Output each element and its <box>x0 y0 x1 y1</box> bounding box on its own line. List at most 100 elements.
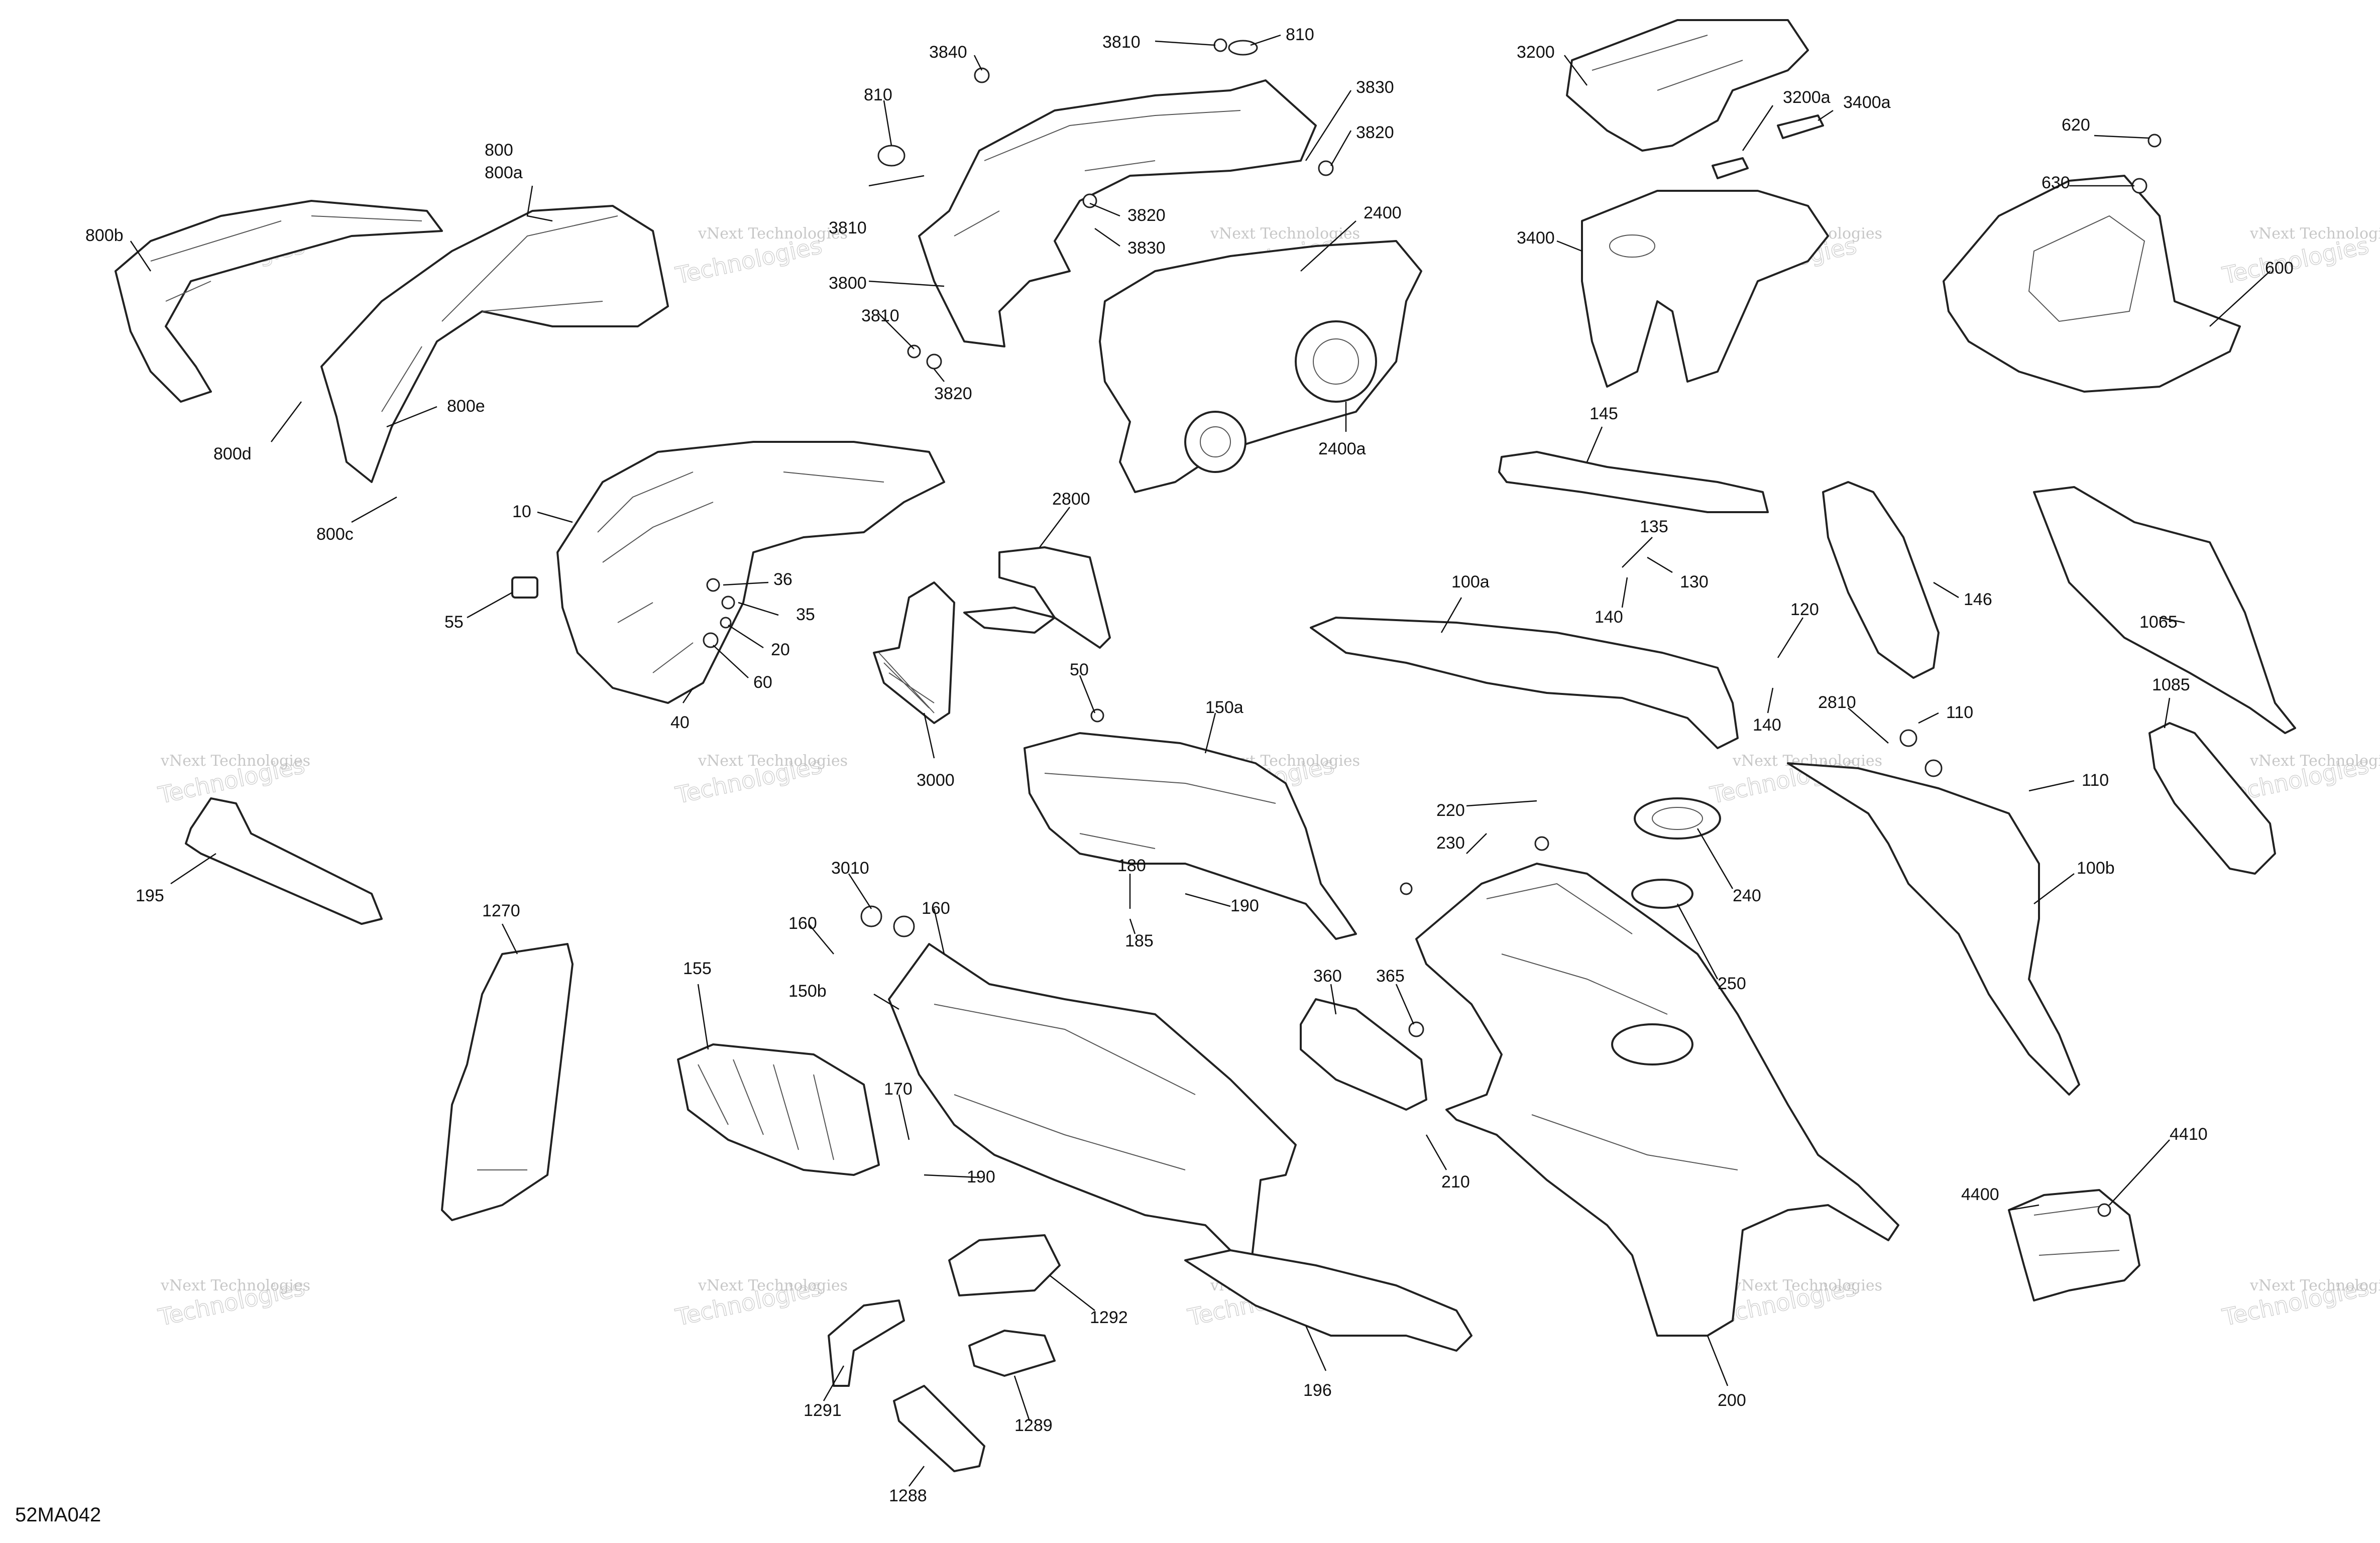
leader-55 <box>467 591 513 619</box>
part-3000-grille <box>878 652 935 714</box>
watermark-bottom-right-2: vNext Technologies Technologies <box>2219 1273 2380 1332</box>
leader-60 <box>713 645 749 678</box>
callout-180: 180 <box>1117 856 1146 875</box>
callout-230: 230 <box>1436 834 1465 853</box>
leader-800 <box>526 185 553 222</box>
part-800-detail <box>381 215 618 412</box>
leader-110b <box>2028 780 2075 792</box>
callout-130: 130 <box>1680 572 1709 591</box>
part-3200a-strip <box>1712 157 1749 179</box>
callout-50: 50 <box>1070 660 1089 679</box>
part-250-seal <box>1631 879 1693 909</box>
part-3840-clip <box>974 67 990 83</box>
leader-210 <box>1425 1134 1447 1170</box>
part-200-detail <box>1486 883 1738 1170</box>
watermark-top-right-2: vNext Technologies Technologies <box>2219 225 2380 290</box>
callout-2400a: 2400a <box>1318 439 1366 458</box>
leader-220 <box>1466 800 1537 807</box>
part-2800-bracket <box>963 607 1056 634</box>
part-3820-nut <box>1318 160 1334 176</box>
leader-4400 <box>2008 1204 2039 1211</box>
leader-160b <box>933 908 945 955</box>
part-800b-detail <box>150 215 422 302</box>
watermark-caption: vNext Technologies <box>160 752 310 770</box>
callout-1288: 1288 <box>889 1486 927 1505</box>
callout-135: 135 <box>1640 517 1668 536</box>
leader-800b <box>130 241 152 272</box>
callout-100a: 100a <box>1451 572 1490 591</box>
callout-3200: 3200 <box>1517 43 1555 62</box>
part-3820-nut-low <box>926 353 942 370</box>
callout-220: 220 <box>1436 801 1465 820</box>
part-3400a-strip <box>1777 114 1824 139</box>
leader-800e <box>386 406 437 428</box>
leader-2400 <box>1300 220 1356 272</box>
leader-130 <box>1647 556 1673 573</box>
callout-360: 360 <box>1313 967 1342 986</box>
part-1291 <box>828 1299 905 1387</box>
leader-3400 <box>1556 240 1582 252</box>
leader-170 <box>898 1094 910 1140</box>
callout-800d: 800d <box>213 444 252 463</box>
part-155-grille <box>677 1043 880 1176</box>
part-100b-trim <box>1787 762 2080 1096</box>
part-3000-vent <box>873 581 955 724</box>
callout-365: 365 <box>1376 967 1405 986</box>
part-2400-lens-left-inner <box>1200 426 1231 457</box>
leader-2800 <box>1039 507 1070 548</box>
callout-250: 250 <box>1718 974 1746 993</box>
part-1292 <box>948 1234 1061 1296</box>
callout-1270: 1270 <box>482 901 520 920</box>
callout-170: 170 <box>884 1080 913 1099</box>
leader-140a <box>1621 577 1628 608</box>
callout-600: 600 <box>2265 259 2294 278</box>
part-3010-grommet-b <box>893 915 915 937</box>
leader-20 <box>728 624 764 649</box>
callout-160-right: 160 <box>922 899 950 918</box>
callout-190-mid: 190 <box>1230 896 1259 915</box>
callout-620: 620 <box>2062 115 2090 135</box>
watermark-caption: vNext Technologies <box>1210 225 1360 243</box>
leader-40 <box>682 687 694 703</box>
callout-35: 35 <box>796 605 815 624</box>
part-10-detail <box>597 471 884 673</box>
callout-1085: 1085 <box>2152 675 2190 694</box>
callout-3820-low: 3820 <box>934 384 972 403</box>
callout-3840: 3840 <box>929 43 967 62</box>
leader-3200a <box>1742 105 1774 151</box>
part-800-fairing <box>320 205 669 483</box>
part-4410-screw <box>2097 1203 2111 1217</box>
leader-120 <box>1777 617 1804 658</box>
callout-2810: 2810 <box>1818 693 1856 712</box>
callout-155: 155 <box>683 959 712 978</box>
callout-145: 145 <box>1590 404 1618 423</box>
callout-3010: 3010 <box>831 859 869 878</box>
leader-1289 <box>1013 1375 1031 1421</box>
part-55-clip <box>511 576 538 599</box>
leader-200 <box>1707 1335 1729 1386</box>
callout-110-right: 110 <box>2082 771 2109 790</box>
leader-1288 <box>909 1466 925 1487</box>
part-1065-panel <box>2033 486 2296 734</box>
part-4400-detail <box>2033 1205 2120 1256</box>
callout-3000: 3000 <box>917 771 955 790</box>
callout-labels: 800 800a 800b 800c 800d 800e 10 55 36 35… <box>85 25 2294 1505</box>
leader-230 <box>1466 833 1487 854</box>
leader-3820c <box>934 369 945 382</box>
part-3200-cover <box>1566 19 1809 152</box>
part-630-clip <box>2131 178 2147 194</box>
leader-100b <box>2033 873 2075 904</box>
callout-810-left: 810 <box>864 85 892 104</box>
callout-110-top: 110 <box>1946 703 1973 722</box>
part-2400-headlight <box>1099 240 1422 493</box>
leader-36 <box>723 581 769 586</box>
callout-3820-mid: 3820 <box>1127 206 1166 225</box>
leader-100a <box>1440 597 1462 633</box>
leader-810a <box>883 100 892 146</box>
part-600-dash <box>1943 175 2241 393</box>
watermark-caption: vNext Technologies <box>2249 225 2380 243</box>
callout-1291: 1291 <box>804 1401 842 1420</box>
part-3200-detail <box>1592 35 1743 91</box>
watermark-mid-left: vNext Technologies Technologies <box>155 751 310 809</box>
part-2800-vent <box>998 546 1111 649</box>
